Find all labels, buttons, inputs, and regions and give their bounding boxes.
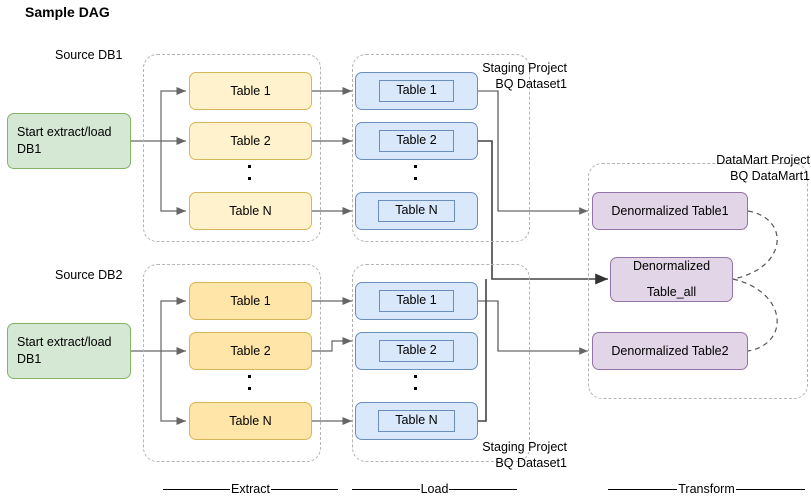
extract-table-2-db2[interactable]: Table 2 — [189, 332, 312, 370]
denormalized-table2-label: Denormalized Table2 — [611, 343, 729, 358]
source-db1-label: Source DB1 — [55, 48, 123, 62]
phase-load: Load — [352, 482, 517, 496]
denormalized-table-all-node[interactable]: Denormalized Table_all — [610, 257, 733, 302]
phase-extract-label: Extract — [231, 482, 270, 496]
load-table-n-db1-label: Table N — [378, 200, 455, 222]
extract-table-1-db1-label: Table 1 — [230, 83, 271, 98]
extract-group-db1 — [143, 54, 321, 242]
extract-table-2-db2-label: Table 2 — [230, 343, 271, 358]
load-table-2-db2-label: Table 2 — [379, 340, 454, 362]
phase-transform-label: Transform — [678, 482, 735, 496]
phase-load-label: Load — [420, 482, 449, 496]
extract-ellipsis-db1 — [248, 165, 251, 180]
phase-transform: Transform — [608, 482, 805, 496]
denormalized-table1-label: Denormalized Table1 — [611, 203, 729, 218]
extract-table-1-db2[interactable]: Table 1 — [189, 282, 312, 320]
denormalized-table1-node[interactable]: Denormalized Table1 — [592, 192, 748, 230]
extract-table-n-db2-label: Table N — [229, 413, 272, 428]
start-node-db2[interactable]: Start extract/load DB1 — [7, 323, 131, 379]
phase-transform-rule-left — [608, 488, 678, 490]
load-table-n-db2-label: Table N — [378, 410, 455, 432]
page-title: Sample DAG — [25, 4, 110, 20]
extract-table-n-db1-label: Table N — [229, 203, 272, 218]
phase-load-rule-right — [449, 488, 517, 490]
start-node-db1[interactable]: Start extract/load DB1 — [7, 113, 131, 169]
datamart-group — [588, 163, 808, 399]
extract-table-n-db1[interactable]: Table N — [189, 192, 312, 230]
phase-extract-rule-right — [270, 488, 338, 490]
extract-table-1-db2-label: Table 1 — [230, 293, 271, 308]
extract-group-db2 — [143, 264, 321, 462]
phase-extract: Extract — [163, 482, 338, 496]
load-table-1-db1[interactable]: Table 1 — [355, 72, 478, 110]
denormalized-table2-node[interactable]: Denormalized Table2 — [592, 332, 748, 370]
load-table-n-db2[interactable]: Table N — [355, 402, 478, 440]
load-table-2-db2[interactable]: Table 2 — [355, 332, 478, 370]
extract-table-1-db1[interactable]: Table 1 — [189, 72, 312, 110]
extract-table-2-db1[interactable]: Table 2 — [189, 122, 312, 160]
phase-extract-rule-left — [163, 488, 231, 490]
load-table-1-db2[interactable]: Table 1 — [355, 282, 478, 320]
phase-load-rule-left — [352, 488, 420, 490]
staging-caption-top: Staging Project BQ Dataset1 — [482, 61, 567, 92]
source-db2-label: Source DB2 — [55, 268, 123, 282]
staging-caption-bottom: Staging Project BQ Dataset1 — [482, 440, 567, 471]
extract-table-n-db2[interactable]: Table N — [189, 402, 312, 440]
load-table-n-db1[interactable]: Table N — [355, 192, 478, 230]
datamart-caption: DataMart Project BQ DataMart1 — [716, 153, 810, 184]
load-table-2-db1-label: Table 2 — [379, 130, 454, 152]
load-table-1-db1-label: Table 1 — [379, 80, 454, 102]
extract-table-2-db1-label: Table 2 — [230, 133, 271, 148]
extract-ellipsis-db2 — [248, 375, 251, 390]
load-group-db2 — [352, 264, 530, 462]
load-table-2-db1[interactable]: Table 2 — [355, 122, 478, 160]
denormalized-table-all-line1: Denormalized — [632, 259, 711, 274]
start-node-db1-label: Start extract/load DB1 — [17, 125, 112, 156]
start-node-db2-label: Start extract/load DB1 — [17, 335, 112, 366]
load-table-1-db2-label: Table 1 — [379, 290, 454, 312]
load-ellipsis-db2 — [414, 375, 417, 390]
phase-transform-rule-right — [735, 488, 805, 490]
denormalized-table-all-line2: Table_all — [646, 285, 697, 299]
load-ellipsis-db1 — [414, 165, 417, 180]
